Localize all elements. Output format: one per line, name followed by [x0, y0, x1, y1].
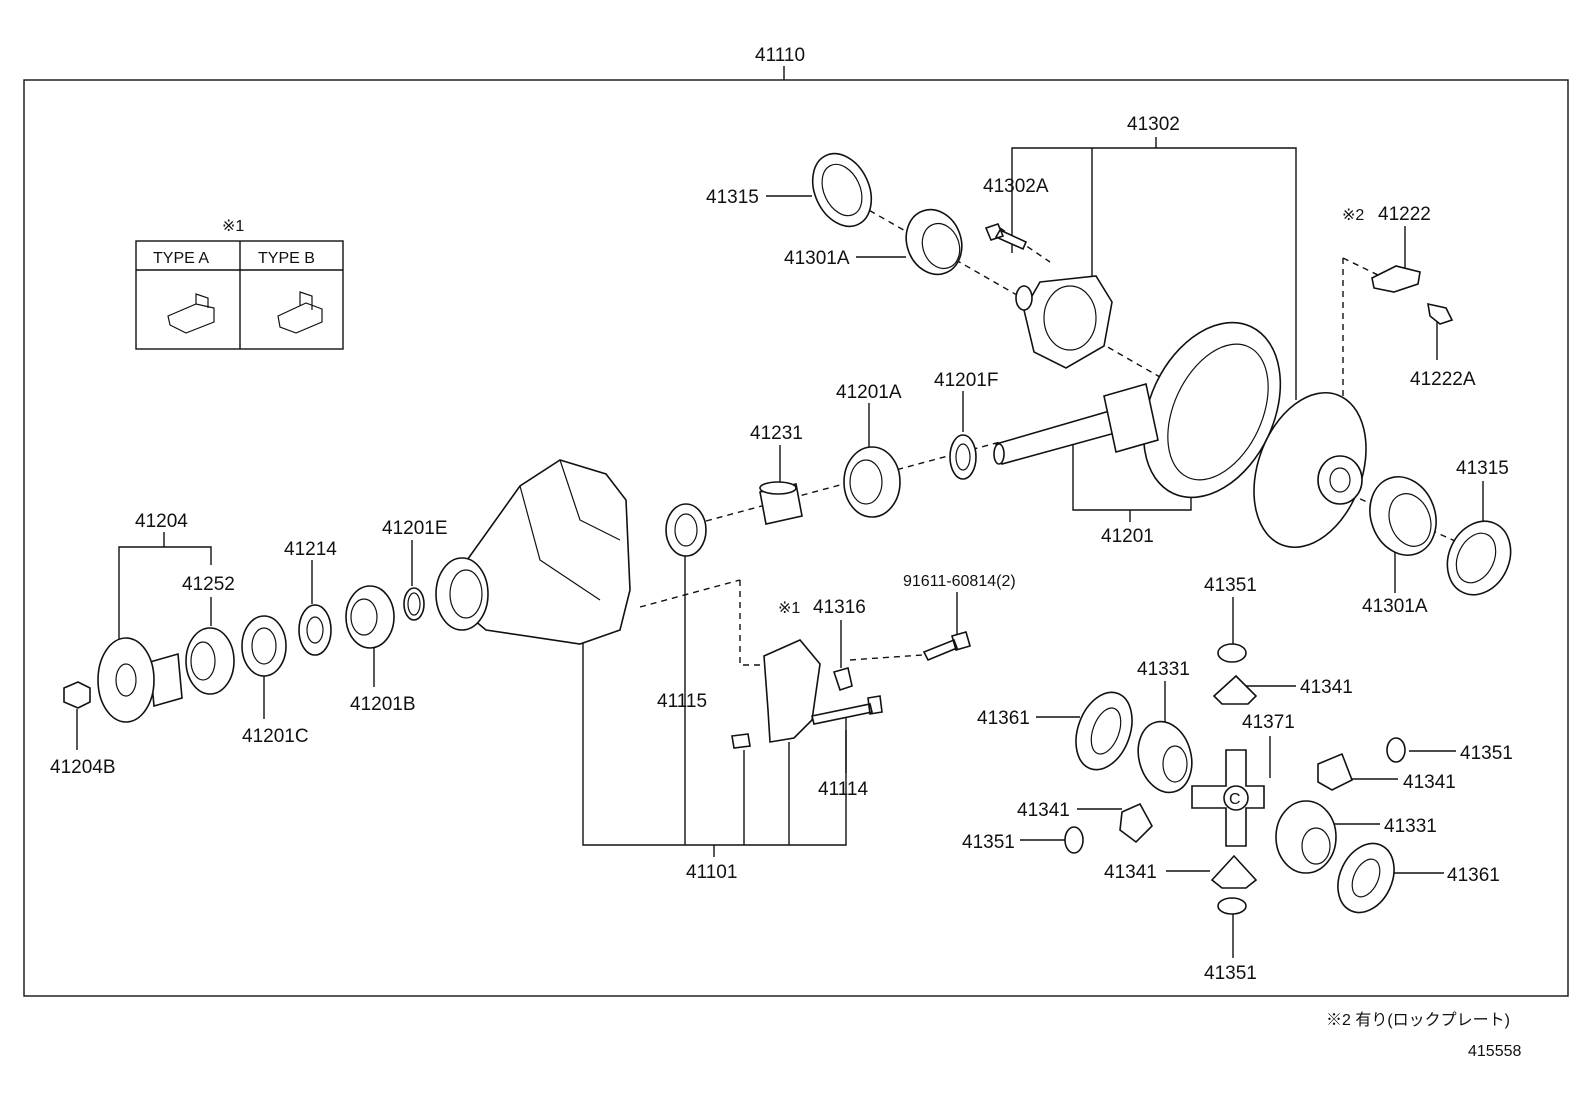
label-41201[interactable]: 41201 [1101, 526, 1154, 547]
deflector-41252-icon [185, 627, 235, 695]
label-41351-b[interactable]: 41351 [1460, 743, 1513, 764]
part-shapes: C [63, 152, 1512, 915]
label-41252[interactable]: 41252 [182, 574, 235, 595]
label-41341-c[interactable]: 41341 [1017, 800, 1070, 821]
washer-41201E-icon [403, 587, 425, 621]
pinion-shaft-41371-icon: C [1191, 749, 1265, 847]
label-41301A-right[interactable]: 41301A [1362, 596, 1428, 617]
label-41361-b[interactable]: 41361 [1447, 865, 1500, 886]
legend-type-b: TYPE B [258, 250, 315, 267]
marker-2: ※2 [1342, 207, 1364, 224]
label-41301A-top[interactable]: 41301A [784, 248, 850, 269]
label-41331-a[interactable]: 41331 [1137, 659, 1190, 680]
bearing-41301A-top-icon [905, 208, 963, 276]
thrust-washer-41351-a-icon [1217, 643, 1247, 663]
label-41201B[interactable]: 41201B [350, 694, 416, 715]
bolt-41114-icon [811, 695, 883, 725]
drive-pinion-41201-icon [993, 382, 1159, 465]
differential-case-lower-icon [1253, 391, 1367, 549]
label-41341-d[interactable]: 41341 [1104, 862, 1157, 883]
side-gear-41331-b-icon [1275, 800, 1337, 874]
oil-seal-41315-top-icon [811, 152, 873, 228]
lock-plate-41222-icon [1371, 265, 1421, 293]
bolt-91611-icon [922, 631, 971, 662]
thrust-washer-41351-c-icon [1064, 826, 1084, 854]
side-gear-41331-a-icon [1137, 720, 1193, 794]
thrust-washer-41351-b-icon [1386, 737, 1406, 763]
label-41101[interactable]: 41101 [686, 862, 737, 883]
label-41371[interactable]: 41371 [1242, 712, 1295, 733]
label-41115[interactable]: 41115 [657, 691, 707, 712]
label-41201E[interactable]: 41201E [382, 518, 448, 539]
bearing-cap-icon [763, 639, 821, 743]
label-41201F[interactable]: 41201F [934, 370, 998, 391]
carrier-housing-icon [435, 459, 631, 645]
washer-41201F-icon [949, 434, 977, 480]
dowel-pin-icon [731, 733, 751, 749]
bearing-41201B-icon [345, 585, 395, 649]
label-41315-right[interactable]: 41315 [1456, 458, 1509, 479]
label-41114[interactable]: 41114 [818, 779, 868, 800]
svg-text:C: C [1229, 791, 1241, 808]
pinion-gear-41341-d-icon [1210, 854, 1258, 889]
oil-seal-41201C-icon [241, 615, 287, 677]
oil-seal-41315-right-icon [1446, 520, 1512, 596]
label-41361-a[interactable]: 41361 [977, 708, 1030, 729]
label-bolt-91611[interactable]: 91611-60814(2) [903, 573, 1016, 590]
type-a-plate-icon [167, 293, 215, 334]
thrust-washer-41361-a-icon [1075, 691, 1133, 771]
pinion-gear-41341-c-icon [1119, 802, 1153, 844]
bearing-41301A-right-icon [1369, 476, 1437, 556]
label-41351-d[interactable]: 41351 [1204, 963, 1257, 984]
bolt-41222A-icon [1427, 302, 1454, 325]
label-41231[interactable]: 41231 [750, 423, 803, 444]
label-41341-b[interactable]: 41341 [1403, 772, 1456, 793]
companion-flange-41204-icon [97, 637, 183, 723]
differential-case-41302-icon [1015, 275, 1113, 369]
nut-41204B-icon [63, 681, 91, 709]
thrust-washer-41351-d-icon [1217, 897, 1247, 915]
part-labels: 41302 41315 41302A ※2 41222 41301A 41222… [50, 114, 1513, 984]
label-41222[interactable]: 41222 [1378, 204, 1431, 225]
label-41341-a[interactable]: 41341 [1300, 677, 1353, 698]
label-41204B[interactable]: 41204B [50, 757, 116, 778]
type-legend: ※1 TYPE A TYPE B [135, 218, 344, 350]
label-41201C[interactable]: 41201C [242, 726, 309, 747]
pinion-gear-41341-b-icon [1317, 752, 1354, 791]
footnote: ※2 有り(ロックプレート) [1326, 1011, 1510, 1029]
legend-marker: ※1 [222, 218, 244, 235]
spacer-41231-icon [759, 481, 803, 525]
oil-seal-41115-icon [665, 503, 707, 557]
washer-41214-icon [298, 604, 332, 656]
illustration-number: 415558 [1468, 1043, 1521, 1060]
thrust-washer-41361-b-icon [1337, 842, 1395, 914]
label-41351-c[interactable]: 41351 [962, 832, 1015, 853]
label-41214[interactable]: 41214 [284, 539, 337, 560]
leader-lines [76, 137, 1484, 958]
label-41316[interactable]: 41316 [813, 597, 866, 618]
marker-1: ※1 [778, 600, 800, 617]
bearing-41201A-icon [843, 446, 901, 518]
label-41222A[interactable]: 41222A [1410, 369, 1476, 390]
type-b-plate-icon [277, 291, 323, 334]
assembly-number-label[interactable]: 41110 [755, 45, 805, 66]
label-41331-b[interactable]: 41331 [1384, 816, 1437, 837]
label-41204[interactable]: 41204 [135, 511, 188, 532]
bolt-41302A-icon [984, 223, 1028, 251]
label-41351-a[interactable]: 41351 [1204, 575, 1257, 596]
legend-type-a: TYPE A [153, 250, 209, 267]
label-41302[interactable]: 41302 [1127, 114, 1180, 135]
label-41201A[interactable]: 41201A [836, 382, 902, 403]
label-41302A[interactable]: 41302A [983, 176, 1049, 197]
adjusting-lock-41316-icon [832, 666, 853, 692]
pinion-gear-41341-a-icon [1212, 674, 1258, 705]
label-41315-top[interactable]: 41315 [706, 187, 759, 208]
assembly-frame [23, 79, 1569, 997]
